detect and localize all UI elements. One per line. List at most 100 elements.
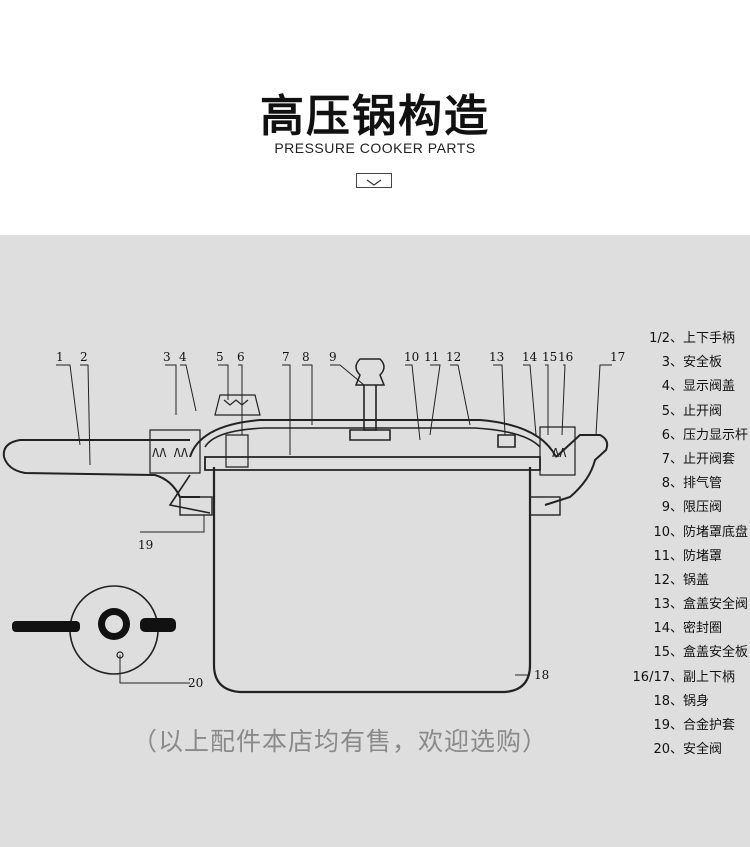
part-separator: 、	[670, 476, 684, 492]
parts-list-item: 15、盒盖安全板	[612, 641, 750, 665]
parts-list-item: 12、锅盖	[612, 569, 750, 593]
pressure-cooker-diagram: ΛΛ ΛΛ ΛΛ	[2, 350, 625, 694]
parts-list-item: 4、显示阀盖	[612, 375, 750, 399]
cooker-drawing: ΛΛ ΛΛ ΛΛ	[2, 358, 612, 694]
parts-list-item: 16/17、副上下柄	[612, 666, 750, 690]
callout-18: 18	[534, 668, 549, 682]
part-separator: 、	[670, 548, 684, 564]
diagram-panel: ΛΛ ΛΛ ΛΛ	[0, 235, 750, 847]
callout-12: 12	[446, 350, 461, 364]
parts-list-item: 13、盒盖安全阀	[612, 593, 750, 617]
part-name: 压力显示杆	[683, 427, 749, 443]
side-handle-box	[539, 426, 576, 476]
top-view-handle-left	[12, 621, 80, 632]
callout-5: 5	[216, 350, 224, 364]
parts-list-item: 19、合金护套	[612, 714, 750, 738]
part-name: 限压阀	[683, 500, 723, 516]
lid-safety-valve	[497, 434, 516, 448]
pot-body	[212, 467, 532, 694]
part-name: 盒盖安全阀	[683, 597, 749, 613]
callout-6: 6	[237, 350, 245, 364]
main-handle-lower	[168, 474, 211, 514]
part-separator: 、	[670, 331, 684, 346]
header: 高压锅构造 PRESSURE COOKER PARTS	[0, 0, 750, 235]
parts-list-item: 18、锅身	[612, 690, 750, 714]
exhaust-pipe	[363, 385, 377, 431]
chevron-down-icon	[366, 179, 382, 186]
part-name: 防堵罩	[683, 548, 723, 564]
page-title: 高压锅构造	[260, 91, 490, 142]
part-name: 锅盖	[683, 572, 710, 588]
part-number: 10	[653, 524, 670, 540]
main-handle	[2, 439, 200, 498]
part-separator: 、	[670, 645, 684, 661]
part-separator: 、	[670, 355, 684, 371]
part-separator: 、	[670, 427, 684, 443]
part-name: 密封圈	[683, 621, 723, 637]
part-separator: 、	[670, 379, 684, 395]
callout-9: 9	[329, 350, 337, 364]
part-number: 7	[661, 451, 670, 467]
part-separator: 、	[670, 500, 684, 516]
part-number: 9	[661, 500, 670, 516]
alloy-guard-left	[179, 496, 213, 516]
parts-list-item: 20、安全阀	[612, 738, 750, 762]
parts-list-item: 6、压力显示杆	[612, 424, 750, 448]
parts-list-item: 11、防堵罩	[612, 545, 750, 569]
alloy-guard-right	[529, 496, 561, 516]
parts-list-item: 1/2、上下手柄	[612, 327, 750, 351]
callout-16: 16	[558, 350, 573, 364]
part-separator: 、	[670, 524, 684, 540]
pressure-limit-valve	[354, 358, 386, 386]
part-name: 锅身	[683, 693, 710, 709]
part-number: 18	[653, 693, 670, 709]
part-separator: 、	[670, 742, 684, 758]
part-number: 20	[653, 742, 670, 758]
part-number: 15	[653, 645, 670, 661]
part-name: 止开阀套	[683, 451, 736, 467]
pot-rim	[204, 456, 541, 471]
handle-mechanism	[149, 429, 201, 474]
parts-list-item: 7、止开阀套	[612, 448, 750, 472]
callout-17: 17	[610, 350, 625, 364]
part-number: 5	[661, 403, 670, 419]
parts-list-item: 8、排气管	[612, 472, 750, 496]
part-separator: 、	[670, 669, 684, 685]
part-name: 安全阀	[683, 742, 723, 758]
part-name: 上下手柄	[683, 331, 736, 346]
part-number: 6	[661, 427, 670, 443]
part-number: 12	[653, 572, 670, 588]
part-number: 16/17	[632, 669, 670, 685]
parts-list-item: 10、防堵罩底盘	[612, 521, 750, 545]
part-number: 13	[653, 597, 670, 613]
part-separator: 、	[670, 403, 684, 419]
sale-note: （以上配件本店均有售，欢迎选购）	[131, 727, 548, 756]
part-number: 1/2	[649, 331, 670, 346]
part-separator: 、	[670, 621, 684, 637]
part-separator: 、	[670, 597, 684, 613]
anti-block-base	[349, 429, 391, 441]
lid	[189, 419, 557, 458]
part-name: 止开阀	[683, 403, 723, 419]
part-name: 副上下柄	[683, 669, 736, 685]
callout-2: 2	[80, 350, 88, 364]
part-separator: 、	[670, 572, 684, 588]
part-name: 合金护套	[683, 718, 736, 733]
part-name: 排气管	[683, 476, 723, 492]
part-number: 8	[661, 476, 670, 492]
part-number: 11	[653, 548, 670, 564]
callout-numbers: 1 2 3 4 5 6 7 8 9 10 11 12 13 14 15 16 1…	[56, 350, 625, 690]
side-spring-marks: ΛΛ	[552, 446, 567, 460]
callout-20: 20	[188, 676, 203, 690]
callout-8: 8	[302, 350, 310, 364]
callout-13: 13	[489, 350, 504, 364]
expand-button[interactable]	[356, 173, 392, 188]
part-number: 14	[653, 621, 670, 637]
callout-11: 11	[424, 350, 439, 364]
parts-list-item: 9、限压阀	[612, 496, 750, 520]
callout-15: 15	[542, 350, 557, 364]
parts-list-item: 5、止开阀	[612, 400, 750, 424]
callout-14: 14	[522, 350, 538, 364]
display-spring	[223, 399, 249, 406]
